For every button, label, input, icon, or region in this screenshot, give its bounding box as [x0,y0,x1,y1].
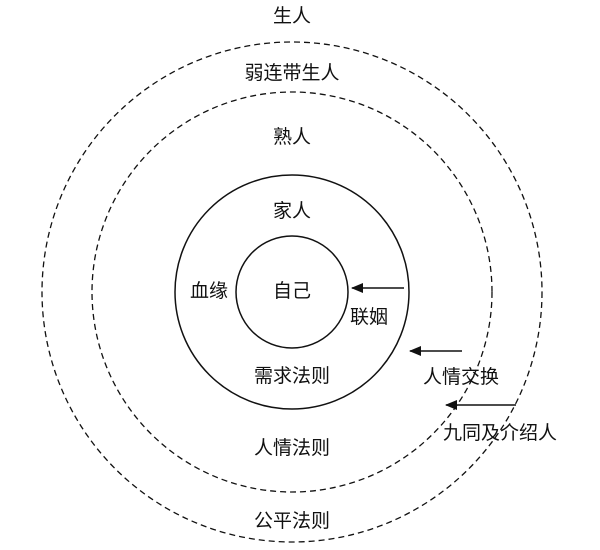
label-stranger: 生人 [273,5,311,27]
label-marriage: 联姻 [350,306,388,328]
label-jiutong-intro: 九同及介绍人 [443,422,557,444]
label-favor-exchange: 人情交换 [423,366,499,388]
label-weak-tie-stranger: 弱连带生人 [244,62,339,84]
label-needs-rule: 需求法则 [254,365,330,387]
self-circle [235,235,349,349]
middle-dashed-circle [91,91,493,493]
outer-dashed-circle [41,41,543,543]
label-equity-rule: 公平法则 [254,510,330,532]
label-blood: 血缘 [190,280,228,302]
family-circle [174,174,410,410]
label-self: 自己 [273,280,311,302]
label-family: 家人 [273,200,311,222]
label-acquaintance: 熟人 [273,126,311,148]
label-renqing-rule: 人情法则 [254,437,330,459]
